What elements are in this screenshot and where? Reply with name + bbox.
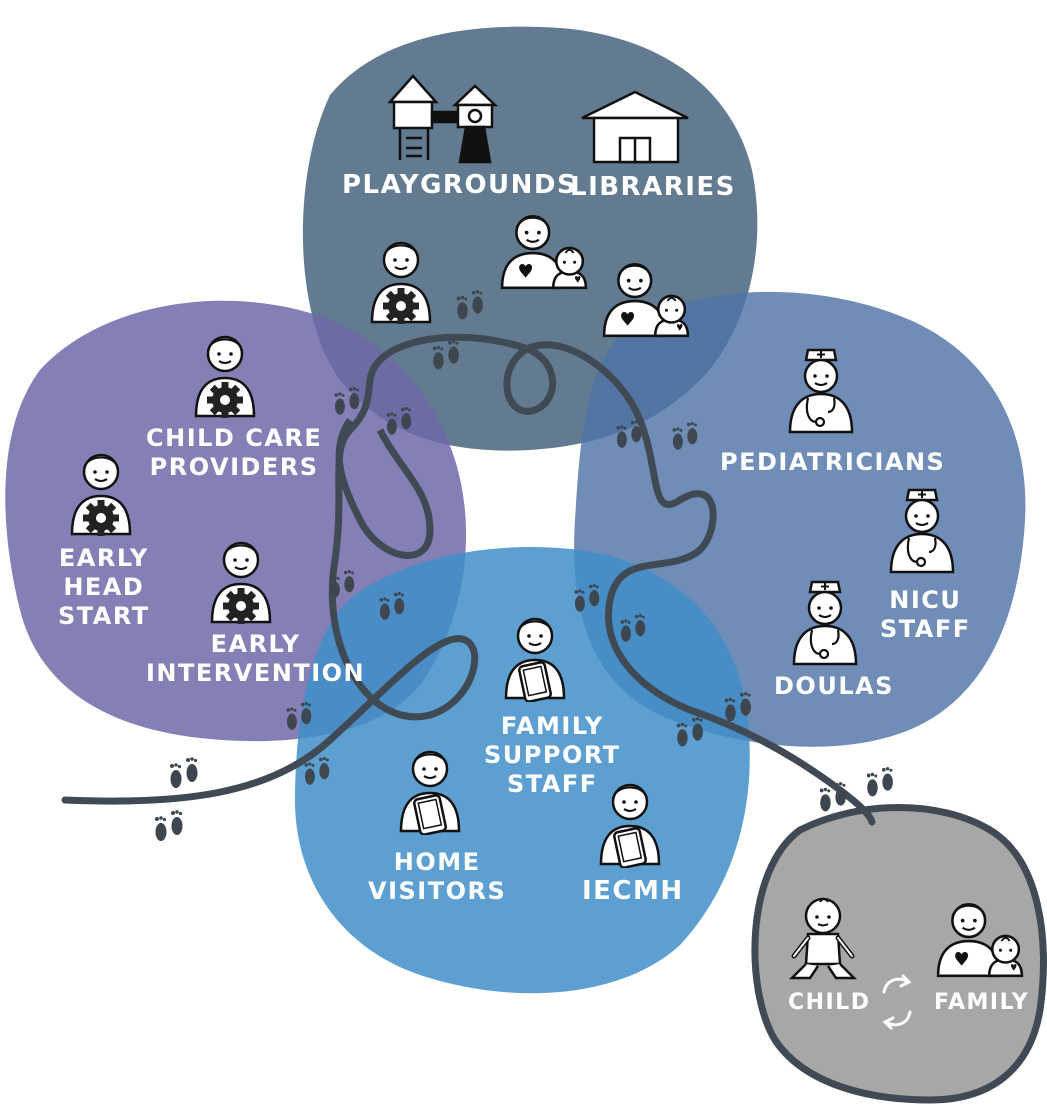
label-family: FAMILY — [934, 990, 1030, 1015]
label-line: HOME — [393, 848, 481, 876]
label-doulas: DOULAS — [774, 672, 894, 700]
footprints-icon — [866, 767, 893, 797]
label-early-intervention: EARLY INTERVENTION — [146, 630, 365, 688]
home-visiting-region — [295, 547, 750, 994]
label-iecmh: IECMH — [582, 876, 684, 906]
label-line: CHILD CARE — [146, 424, 323, 452]
label-playgrounds: PLAYGROUNDS — [342, 170, 578, 200]
cycle-arrows-icon — [882, 974, 912, 1030]
label-child-care-providers: CHILD CARE PROVIDERS — [146, 424, 322, 482]
label-line: STAFF — [506, 769, 598, 798]
label-line: INTERVENTION — [146, 658, 366, 687]
library-building-icon — [581, 90, 689, 164]
journey-path-loop-left — [335, 418, 434, 559]
playground-icon — [387, 74, 499, 164]
label-home-visitors: HOME VISITORS — [368, 848, 506, 906]
label-line: EARLY — [210, 630, 301, 658]
label-early-head-start: EARLY HEAD START — [58, 544, 150, 630]
label-line: START — [58, 601, 150, 630]
footprints-icon — [170, 757, 198, 788]
child-and-family-region — [751, 804, 1047, 1104]
label-line: NICU — [889, 586, 962, 614]
label-line: PROVIDERS — [149, 452, 319, 481]
label-family-support-staff: FAMILY SUPPORT STAFF — [484, 712, 621, 798]
journey-path-line — [61, 333, 876, 826]
label-line: SUPPORT — [484, 740, 621, 769]
footprints-icon — [155, 810, 183, 841]
label-line: HEAD — [63, 572, 145, 601]
label-child: CHILD — [788, 990, 871, 1015]
label-pediatricians: PEDIATRICIANS — [720, 448, 946, 476]
label-line: FAMILY — [500, 712, 604, 740]
label-line: EARLY — [58, 544, 149, 572]
label-line: STAFF — [880, 614, 971, 643]
label-nicu-staff: NICU STAFF — [880, 586, 971, 644]
label-libraries: LIBRARIES — [570, 172, 736, 202]
label-line: VISITORS — [368, 876, 507, 905]
